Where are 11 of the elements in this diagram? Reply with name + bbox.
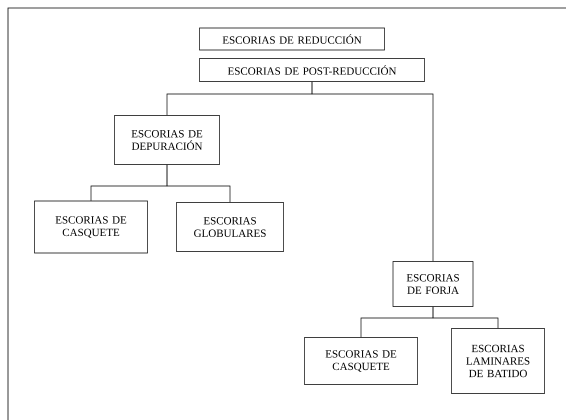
category-box: ESCORIAS DE CASQUETE xyxy=(34,200,148,254)
category-box: ESCORIAS GLOBULARES xyxy=(176,202,284,252)
connector-line xyxy=(166,164,230,202)
category-box: ESCORIAS DE FORJA xyxy=(392,261,474,307)
connector-line xyxy=(312,82,434,262)
category-box: ESCORIAS DE REDUCCIÓN xyxy=(199,28,385,50)
category-box: ESCORIAS DE POST-REDUCCIÓN xyxy=(199,58,425,82)
category-box: ESCORIAS LAMINARES DE BATIDO xyxy=(451,328,545,394)
category-box: ESCORIAS DE CASQUETE xyxy=(304,337,418,385)
connector-line xyxy=(432,306,498,328)
category-box: ESCORIAS DE DEPURACIÓN xyxy=(114,115,220,165)
